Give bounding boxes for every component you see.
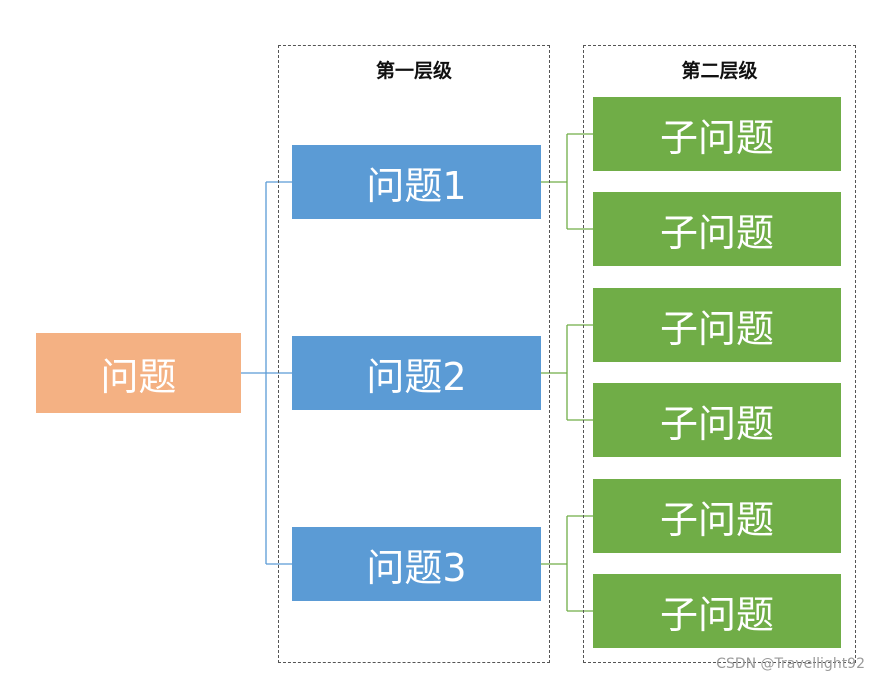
level1-node-label: 问题1 <box>366 163 467 208</box>
watermark: CSDN @Travellight92 <box>716 656 865 672</box>
level2-node-label: 子问题 <box>659 592 774 637</box>
root-node[interactable]: 问题 <box>36 333 241 413</box>
level2-node-label: 子问题 <box>659 306 774 351</box>
level2-title: 第二层级 <box>681 60 758 82</box>
level1-title: 第一层级 <box>375 60 452 82</box>
child-connectors <box>541 133 593 612</box>
root-connectors <box>241 181 292 565</box>
level2-node-label: 子问题 <box>659 497 774 542</box>
level2-node-6[interactable]: 子问题 <box>593 574 841 648</box>
level1-node-1[interactable]: 问题1 <box>292 145 541 219</box>
level2-frame: 第二层级 <box>583 45 856 663</box>
level2-node-5[interactable]: 子问题 <box>593 479 841 553</box>
level2-node-label: 子问题 <box>659 115 774 160</box>
level2-node-1[interactable]: 子问题 <box>593 97 841 171</box>
level2-node-2[interactable]: 子问题 <box>593 192 841 266</box>
level2-node-3[interactable]: 子问题 <box>593 288 841 362</box>
level2-node-label: 子问题 <box>659 401 774 446</box>
level1-node-3[interactable]: 问题3 <box>292 527 541 601</box>
level2-node-4[interactable]: 子问题 <box>593 383 841 457</box>
level1-node-2[interactable]: 问题2 <box>292 336 541 410</box>
level1-frame: 第一层级 <box>278 45 550 663</box>
level2-node-label: 子问题 <box>659 210 774 255</box>
root-node-label: 问题 <box>100 354 177 399</box>
level1-node-label: 问题2 <box>366 354 467 399</box>
level1-node-label: 问题3 <box>366 545 467 590</box>
